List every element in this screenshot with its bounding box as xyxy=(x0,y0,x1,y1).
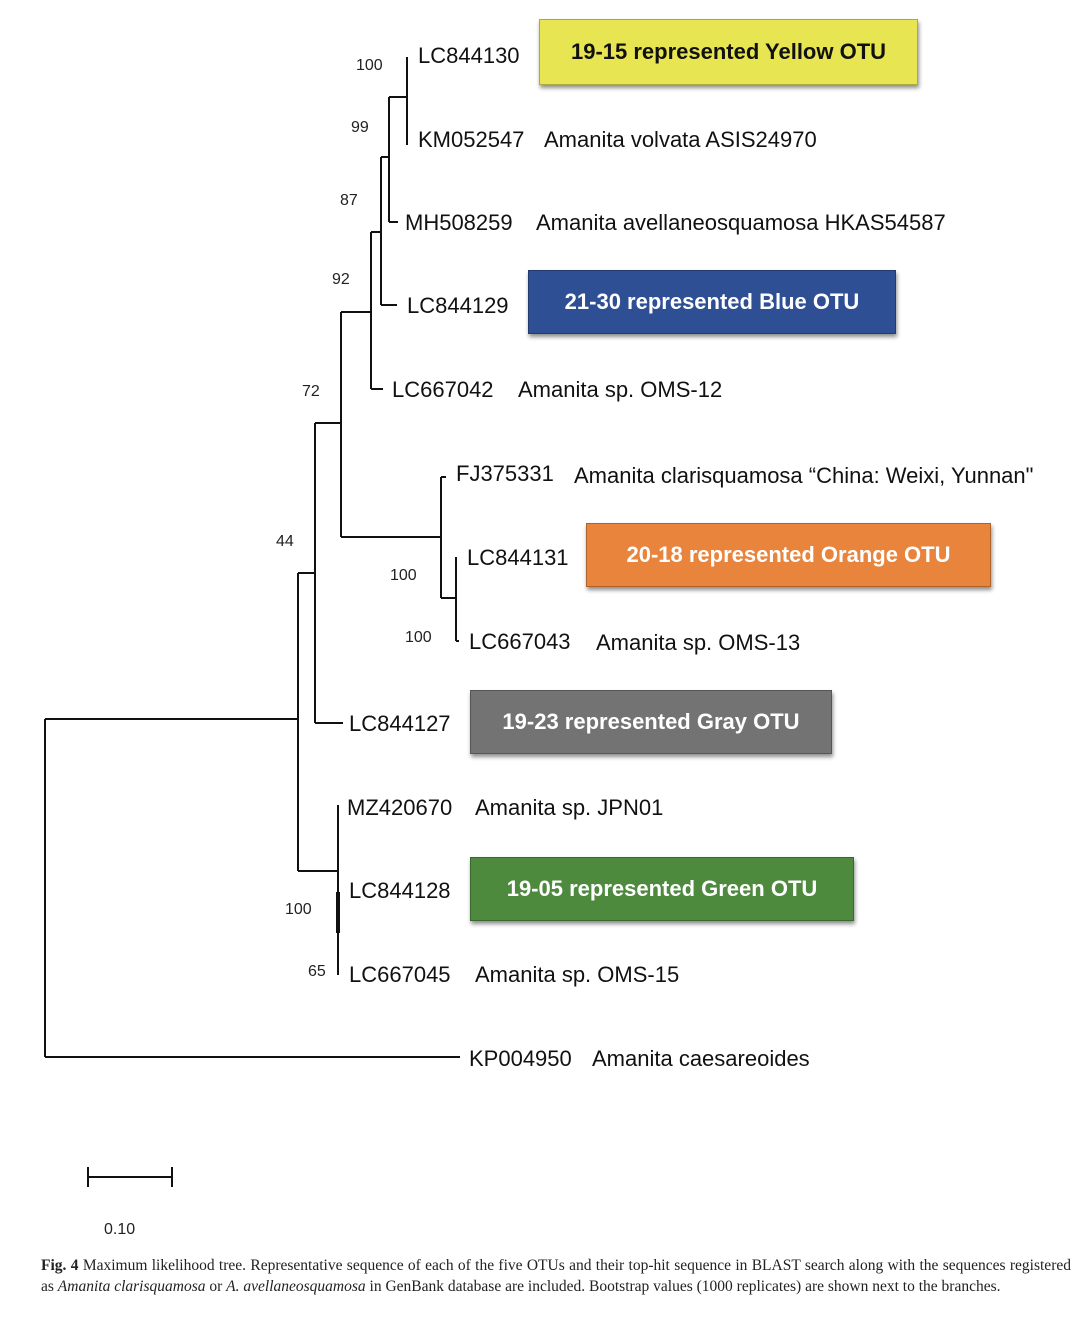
tip-accession: LC844130 xyxy=(418,43,520,68)
tip-accession: KP004950 xyxy=(469,1046,572,1071)
tip-accession: LC667043 xyxy=(469,629,571,654)
otu-badge-label: 19-15 represented Yellow OTU xyxy=(570,39,887,64)
bootstrap-label: 100 xyxy=(405,629,432,646)
bootstrap-label: 87 xyxy=(340,192,358,209)
bootstrap-label: 65 xyxy=(308,963,326,980)
caption-italic-species: Amanita clarisquamosa xyxy=(57,1278,206,1295)
otu-badge-label: 19-05 represented Green OTU xyxy=(506,876,818,901)
caption-italic-species: A. avellaneosquamosa xyxy=(226,1278,366,1295)
tip-description: Amanita sp. OMS-12 xyxy=(518,377,722,402)
bootstrap-label: 72 xyxy=(302,383,320,400)
tip-description: Amanita sp. JPN01 xyxy=(475,795,663,820)
phylogenetic-tree: 100 99 87 92 72 44 100 100 100 65 LC8441… xyxy=(44,43,1033,1187)
caption-text: Maximum likelihood tree. Representative … xyxy=(41,1257,1071,1295)
tip-description: Amanita sp. OMS-15 xyxy=(475,962,679,987)
bootstrap-label: 44 xyxy=(276,533,294,550)
otu-badge-gray: 19-23 represented Gray OTU xyxy=(470,690,832,754)
tip-description: Amanita volvata ASIS24970 xyxy=(544,127,817,152)
figure-caption: Fig. 4 Maximum likelihood tree. Represen… xyxy=(41,1255,1071,1297)
otu-badge-label: 19-23 represented Gray OTU xyxy=(502,709,800,734)
figure-number: Fig. 4 xyxy=(41,1257,79,1274)
bootstrap-values: 100 99 87 92 72 44 100 100 100 65 xyxy=(276,57,432,980)
bootstrap-label: 99 xyxy=(351,119,369,136)
otu-badge-blue: 21-30 represented Blue OTU xyxy=(528,270,896,334)
caption-text: in GenBank database are included. Bootst… xyxy=(365,1278,1001,1295)
otu-badge-orange: 20-18 represented Orange OTU xyxy=(586,523,991,587)
tip-accession: KM052547 xyxy=(418,127,524,152)
tip-description: Amanita avellaneosquamosa HKAS54587 xyxy=(536,210,946,235)
caption-text: or xyxy=(205,1278,227,1295)
tip-accession: LC667042 xyxy=(392,377,494,402)
tip-description: Amanita sp. OMS-13 xyxy=(596,630,800,655)
tip-accession: LC844131 xyxy=(467,545,569,570)
tip-accession: MH508259 xyxy=(405,210,513,235)
bootstrap-label: 92 xyxy=(332,271,350,288)
otu-badge-yellow: 19-15 represented Yellow OTU xyxy=(539,19,918,85)
bootstrap-label: 100 xyxy=(285,901,312,918)
otu-badge-label: 21-30 represented Blue OTU xyxy=(564,289,860,314)
scale-bar-label: 0.10 xyxy=(104,1221,136,1238)
tip-description: Amanita clarisquamosa “China: Weixi, Yun… xyxy=(574,463,1033,488)
bootstrap-label: 100 xyxy=(356,57,383,74)
otu-badge-green: 19-05 represented Green OTU xyxy=(470,857,854,921)
tip-accession: FJ375331 xyxy=(456,461,554,486)
otu-badge-label: 20-18 represented Orange OTU xyxy=(626,542,951,567)
tip-labels: LC844130 KM052547 Amanita volvata ASIS24… xyxy=(347,43,1033,1071)
tip-accession: LC844127 xyxy=(349,711,451,736)
scale-bar xyxy=(87,1167,173,1187)
tip-accession: LC844129 xyxy=(407,293,509,318)
tip-accession: LC667045 xyxy=(349,962,451,987)
tip-accession: MZ420670 xyxy=(347,795,452,820)
tip-description: Amanita caesareoides xyxy=(592,1046,810,1071)
tree-branches xyxy=(44,57,460,1187)
tip-accession: LC844128 xyxy=(349,878,451,903)
bootstrap-label: 100 xyxy=(390,567,417,584)
